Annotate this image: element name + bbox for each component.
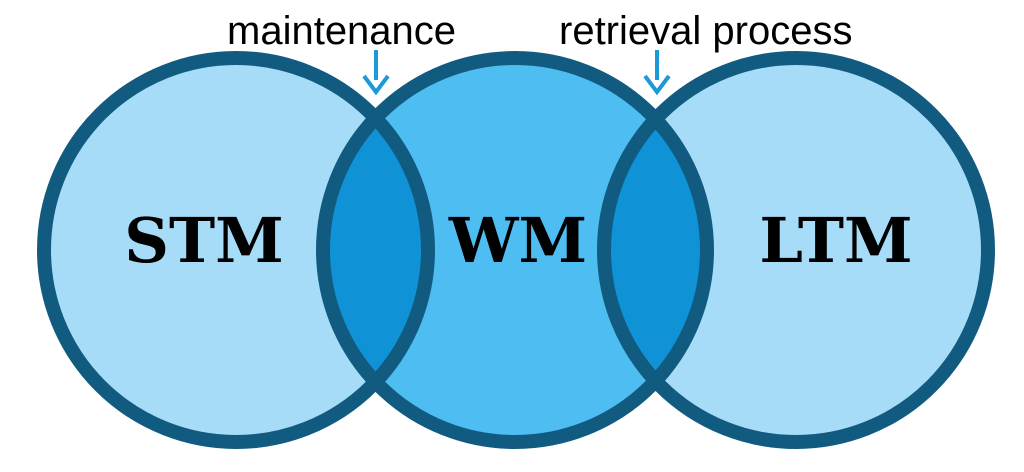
wm-label: WM [448, 204, 587, 277]
stm-circle-outline [37, 51, 435, 449]
retrieval-process-label: retrieval process [559, 9, 852, 53]
wm-circle-outline [316, 51, 714, 449]
maintenance-label: maintenance [227, 9, 456, 53]
ltm-circle [604, 58, 988, 442]
wm-circle [323, 58, 707, 442]
stm-circle [44, 58, 428, 442]
ltm-label: LTM [759, 204, 912, 277]
retrieval-arrow-icon [643, 50, 671, 96]
stm-label: STM [124, 204, 284, 277]
ltm-circle-outline [597, 51, 995, 449]
maintenance-arrow-icon [362, 50, 390, 96]
